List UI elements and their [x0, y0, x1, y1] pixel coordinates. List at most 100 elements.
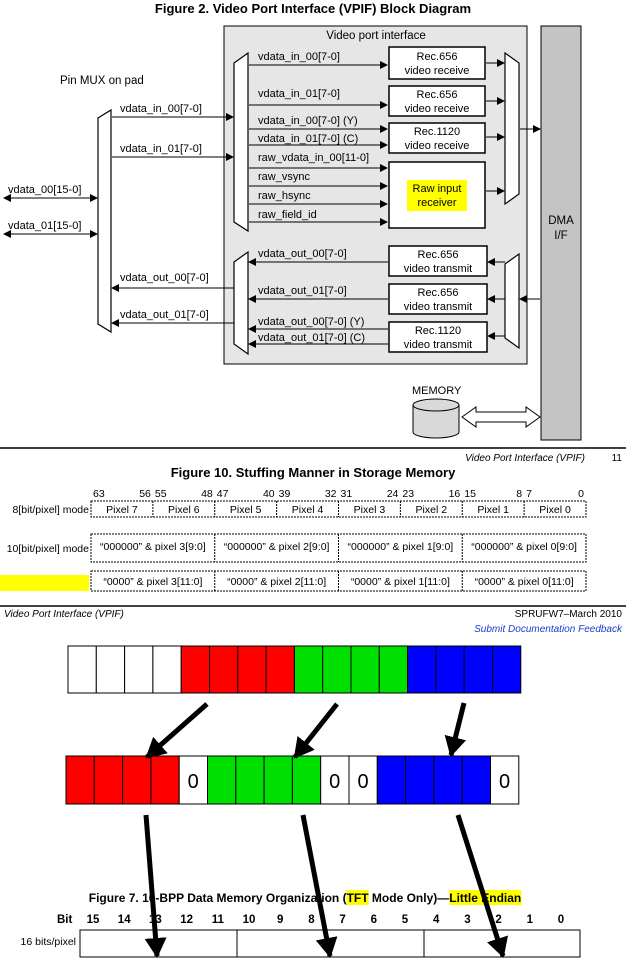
- rgb-bottom-cell: [207, 755, 237, 805]
- input-signals: vdata_in_00[7-0] vdata_in_01[7-0] vdata_…: [249, 51, 388, 226]
- rgb-zero-label: 0: [188, 771, 199, 793]
- fig10-bit-label: 16: [449, 488, 461, 500]
- raw-receiver-l1: Raw input: [413, 183, 462, 195]
- rgb-bottom-cell: [320, 755, 350, 805]
- fig10-cell: “000000” & pixel 3[9:0]: [100, 541, 206, 553]
- receive-blocks: Rec.656 video receive Rec.656 video rece…: [388, 46, 486, 229]
- rgb-bottom-cell: [490, 755, 520, 805]
- fig10-mode-label: 8[bit/pixel] mode: [13, 504, 90, 516]
- rgb-top-cell: [492, 645, 522, 694]
- in-signal-6: raw_hsync: [258, 190, 311, 202]
- fig10-bit-label: 48: [201, 488, 213, 500]
- arrow-blue-down: [444, 702, 467, 757]
- memory-cylinder-icon: [412, 398, 460, 439]
- rgb-zero-label: 0: [357, 771, 368, 793]
- rgb-top-row: [67, 645, 522, 694]
- fig10-cell: “0000” & pixel 0[11:0]: [475, 576, 574, 588]
- fig10-bit-label: 40: [263, 488, 275, 500]
- fig2-title: Figure 2. Video Port Interface (VPIF) Bl…: [155, 1, 471, 16]
- rx-mux: [504, 51, 520, 206]
- in-signal-2: vdata_in_00[7-0] (Y): [258, 115, 358, 127]
- fig10-cell: Pixel 3: [354, 504, 386, 516]
- out-signal-1: vdata_out_01[7-0]: [258, 285, 347, 297]
- rgb-top-cell: [237, 645, 267, 694]
- pad-signal-0: vdata_00[15-0]: [8, 184, 81, 196]
- tx-block-2-l1: Rec.1120: [415, 325, 461, 337]
- fig10-bit-label: 7: [526, 488, 532, 500]
- out-signal-0: vdata_out_00[7-0]: [258, 248, 347, 260]
- rgb-bottom-cell: [263, 755, 293, 805]
- raw-receiver-l2: receiver: [417, 197, 456, 209]
- rx-block-0: [388, 46, 486, 80]
- rgb-bottom-cell: [235, 755, 265, 805]
- fig10-cell: “0000” & pixel 2[11:0]: [227, 576, 326, 588]
- fig10-bit-label: 56: [139, 488, 151, 500]
- tx-block-1-l1: Rec.656: [418, 287, 459, 299]
- fig7-bit-number: 9: [277, 914, 283, 926]
- rgb-bottom-cell: [150, 755, 180, 805]
- fig7-bit-number: 6: [371, 914, 377, 926]
- rgb-zero-label: 0: [499, 771, 510, 793]
- rgb-top-cell: [209, 645, 239, 694]
- tx-block-0: [388, 245, 488, 277]
- arrow-red-long: [143, 814, 167, 958]
- fig10-cell: Pixel 6: [168, 504, 200, 516]
- tx-block-0-l2: video transmit: [404, 263, 472, 275]
- feedback-link[interactable]: Submit Documentation Feedback: [474, 624, 623, 635]
- rgb-bottom-cell: [178, 755, 208, 805]
- mux-in-0: vdata_in_00[7-0]: [120, 103, 202, 115]
- fig7-bit-number: 12: [180, 914, 193, 926]
- vpif-label: Video port interface: [326, 30, 426, 42]
- rgb-top-cell: [378, 645, 409, 694]
- rgb-top-cell: [180, 645, 210, 694]
- fig10-cell: Pixel 0: [539, 504, 571, 516]
- fig10-cell: “000000” & pixel 1[9:0]: [348, 541, 454, 553]
- rgb-bottom-cell: [65, 755, 95, 805]
- fig7-bit-number: 11: [212, 914, 225, 926]
- fig10-cell: Pixel 2: [416, 504, 448, 516]
- fig10-cell: Pixel 1: [477, 504, 509, 516]
- mux-out-0: vdata_out_00[7-0]: [120, 272, 209, 284]
- rgb-zero-label: 0: [329, 771, 340, 793]
- fig7-bit-number: 14: [118, 914, 131, 926]
- memory-dma-double-arrow: [461, 406, 541, 428]
- fig7-bit-number: 1: [527, 914, 534, 926]
- fig10-bit-label: 47: [217, 488, 229, 500]
- fig10-cell: “000000” & pixel 0[9:0]: [471, 541, 577, 553]
- rgb-top-cell: [95, 645, 126, 694]
- dma-block: [540, 25, 582, 441]
- rx-block-1-l1: Rec.656: [417, 89, 458, 101]
- fig7-bit-number: 15: [87, 914, 100, 926]
- rgb-bottom-cell: [291, 755, 322, 805]
- header-doc-id: SPRUFW7–March 2010: [515, 609, 623, 620]
- arrow-red-down: [145, 702, 209, 759]
- rx-block-2: [388, 122, 486, 154]
- out-signal-2: vdata_out_00[7-0] (Y): [258, 316, 364, 328]
- mode-12-highlight: [0, 575, 89, 591]
- fig7-bit-number: 8: [308, 914, 315, 926]
- rgb-bottom-cell: [93, 755, 124, 805]
- rgb-top-cell: [350, 645, 380, 694]
- in-signal-7: raw_field_id: [258, 209, 317, 221]
- arrow-blue-long: [455, 814, 509, 958]
- rgb-bottom-cell: [376, 755, 407, 805]
- fig10-bit-label: 55: [155, 488, 167, 500]
- rx-block-1-l2: video receive: [405, 103, 470, 115]
- tx-block-1-l2: video transmit: [404, 301, 472, 313]
- fig7-row-label: 16 bits/pixel: [21, 936, 76, 948]
- dma-label-1: DMA: [548, 215, 574, 227]
- rgb-bottom-cell: [122, 755, 152, 805]
- footer-section: Video Port Interface (VPIF): [465, 453, 585, 464]
- output-mux: [233, 250, 249, 356]
- pad-signal-1: vdata_01[15-0]: [8, 220, 81, 232]
- fig7-title-highlight: [346, 890, 369, 905]
- in-signal-4: raw_vdata_in_00[11-0]: [258, 152, 369, 164]
- tx-block-2: [388, 321, 488, 353]
- in-signal-3: vdata_in_01[7-0] (C): [258, 133, 358, 145]
- rgb-top-cell: [293, 645, 324, 694]
- fig10-bit-label: 24: [387, 488, 399, 500]
- rgb-top-cell: [463, 645, 494, 694]
